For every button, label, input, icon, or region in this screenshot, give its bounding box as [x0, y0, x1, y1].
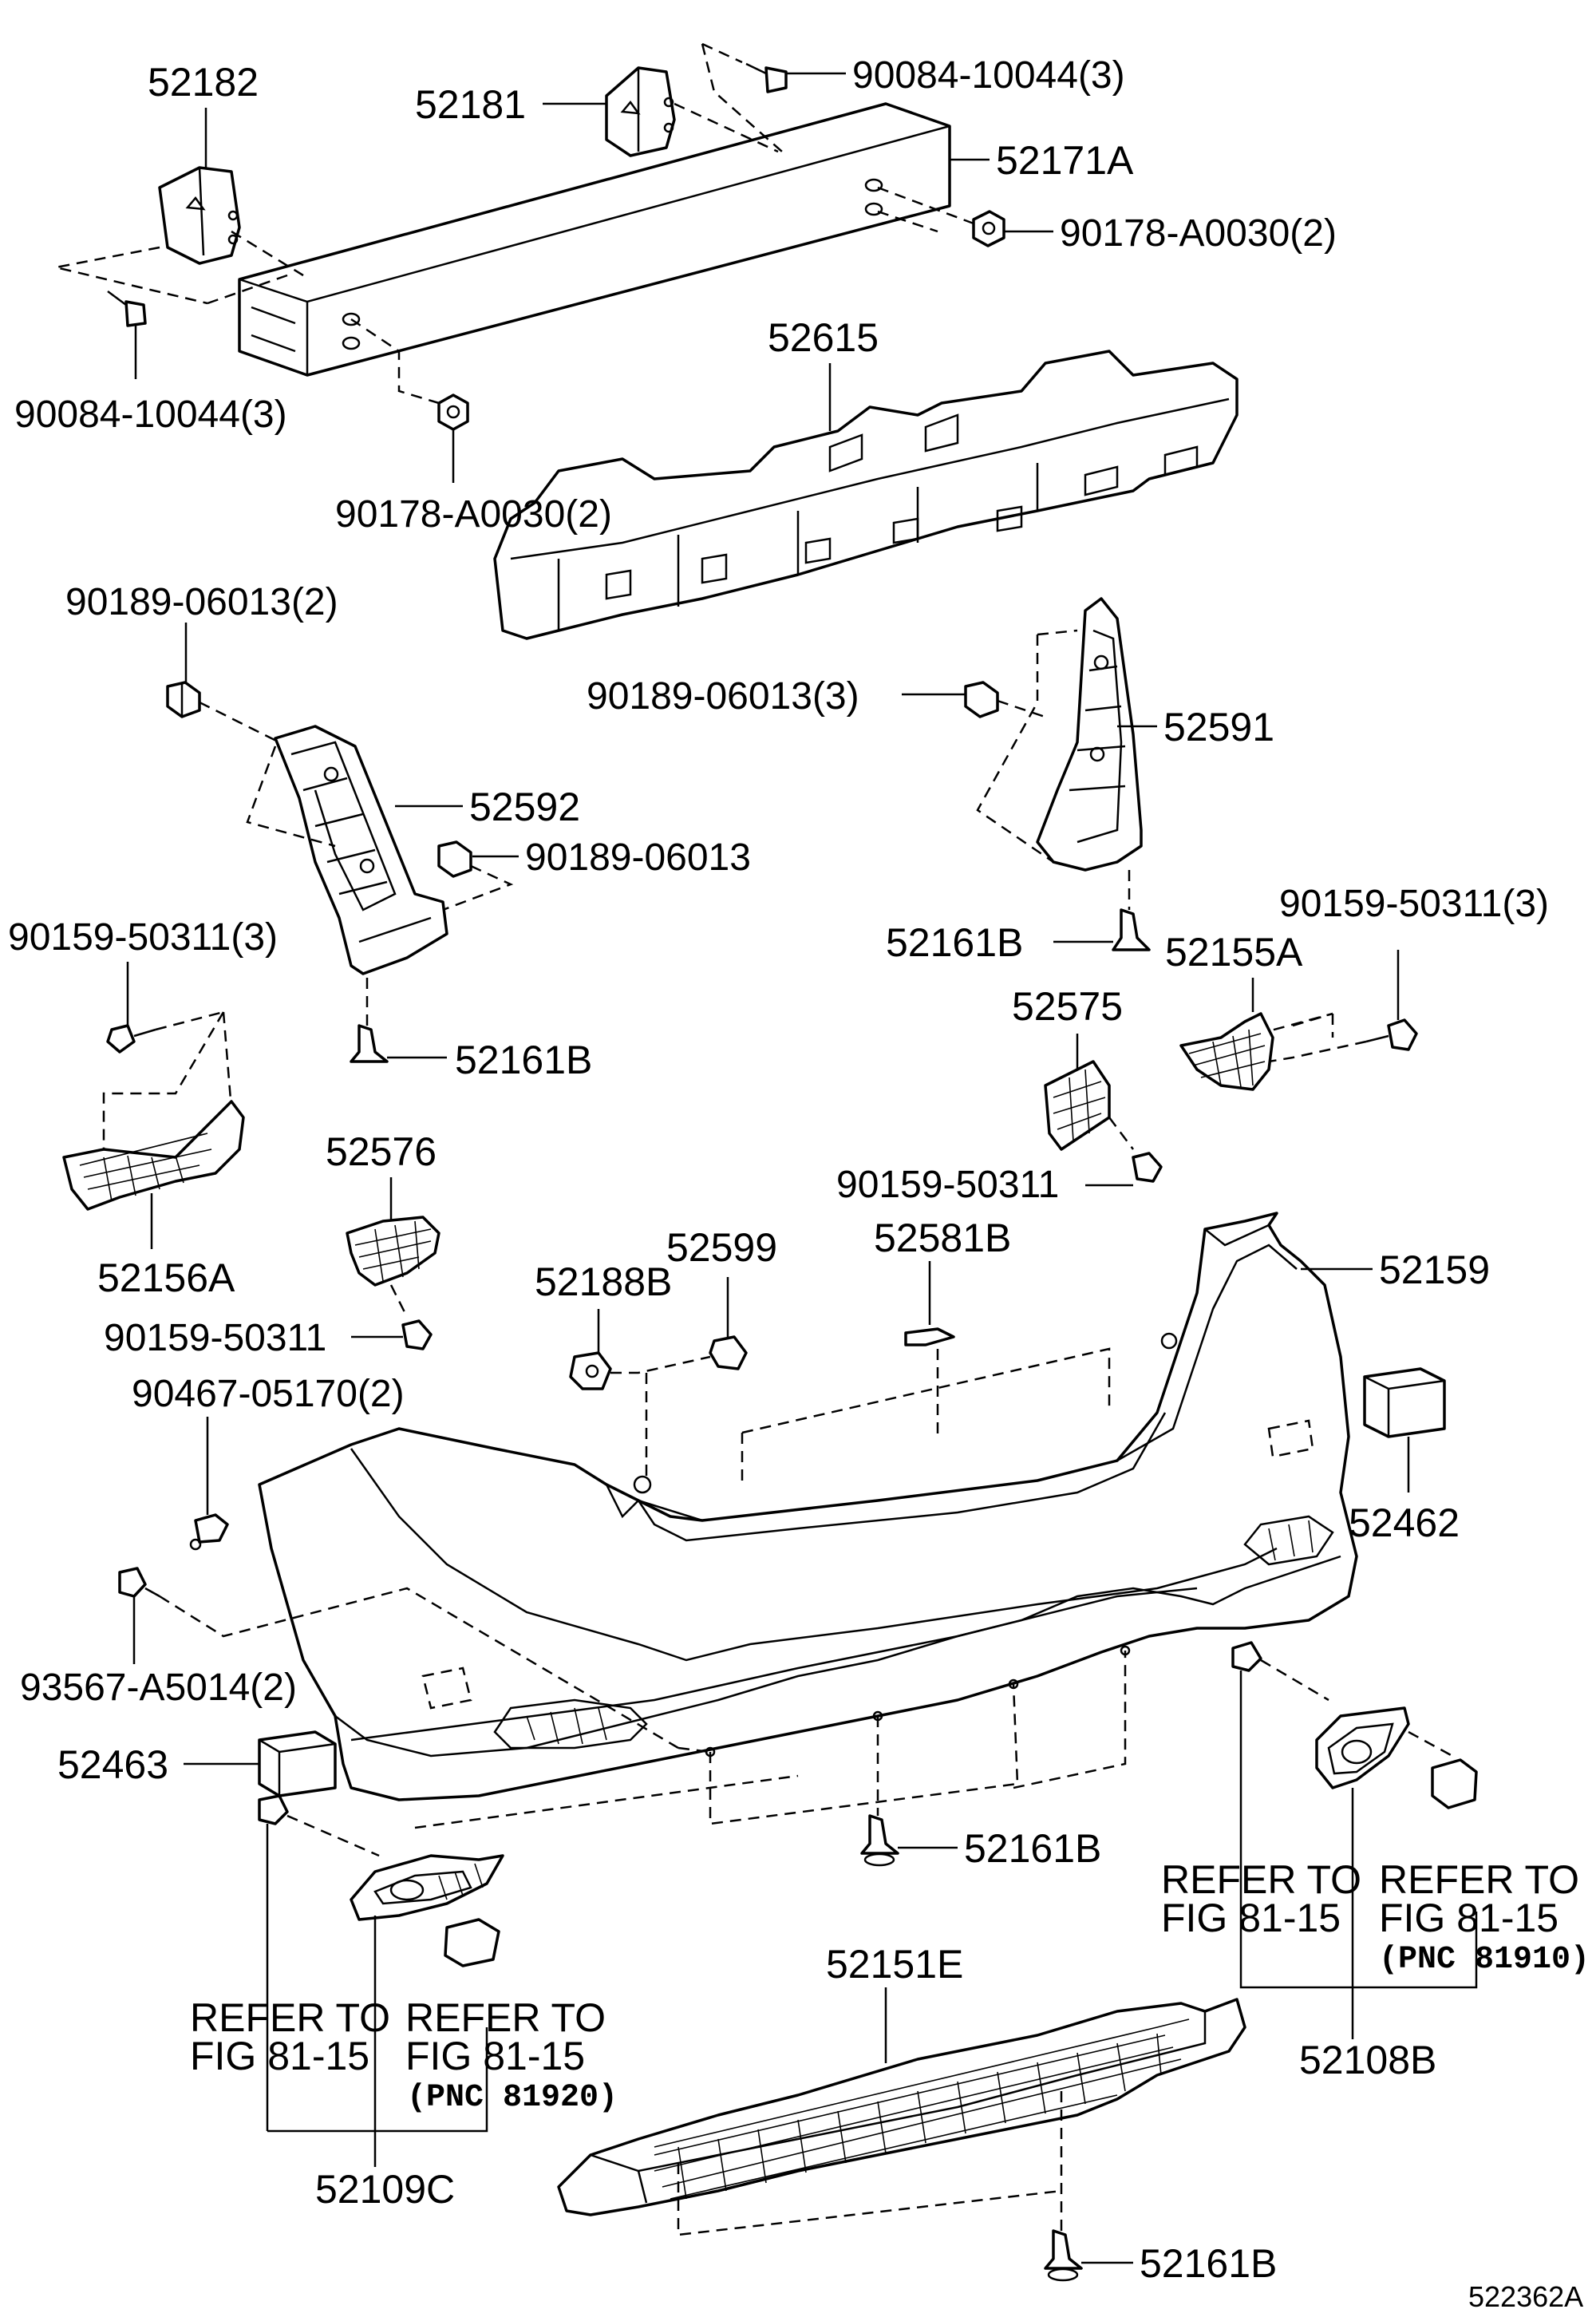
label-52463: 52463 [57, 1742, 168, 1787]
label-52151E: 52151E [826, 1942, 963, 1987]
clip-90189-single[interactable] [437, 840, 472, 878]
refer-left-b-line1: REFER TO [405, 1995, 606, 2040]
refer-right-b-line2: FIG 81-15 [1379, 1896, 1558, 1940]
label-90084-top: 90084-10044(3) [852, 54, 1125, 97]
label-52108B: 52108B [1299, 2038, 1436, 2082]
pnc-left: (PNC 81920) [407, 2080, 618, 2116]
label-52161B-bottom: 52161B [1140, 2241, 1277, 2286]
retainer-52161B-bottom[interactable] [1044, 2229, 1083, 2282]
nut-90178-right[interactable] [972, 210, 1005, 247]
label-52615: 52615 [768, 315, 879, 360]
screw-52599[interactable] [709, 1335, 748, 1370]
retainer-52576[interactable] [346, 1216, 440, 1287]
bumper-cover[interactable] [258, 1212, 1358, 1801]
label-52581B[interactable] [904, 1327, 955, 1346]
label-52109C: 52109C [315, 2167, 455, 2212]
label-52156A: 52156A [97, 1255, 235, 1300]
retainer-52161B-left[interactable] [350, 1024, 389, 1063]
label-52576: 52576 [326, 1129, 437, 1174]
label-93567: 93567-A5014(2) [20, 1667, 297, 1709]
retainer-52155A[interactable] [1179, 1012, 1274, 1091]
retainer-52156A[interactable] [62, 1100, 245, 1211]
retainer-52575[interactable] [1044, 1060, 1111, 1151]
refer-right-b-line1: REFER TO [1379, 1857, 1579, 1902]
refer-right-a-line1: REFER TO [1161, 1857, 1361, 1902]
label-52181: 52181 [415, 82, 526, 127]
label-90084-left: 90084-10044(3) [14, 393, 287, 436]
label-52591: 52591 [1163, 705, 1274, 749]
label-52462: 52462 [1349, 1501, 1460, 1545]
stay-52592[interactable] [274, 725, 448, 975]
label-90189-left: 90189-06013(2) [65, 581, 338, 623]
label-90467: 90467-05170(2) [132, 1373, 405, 1415]
bolt-90084-top[interactable] [745, 62, 788, 93]
screw-90159-left3[interactable] [106, 1024, 156, 1054]
label-52575: 52575 [1012, 984, 1123, 1029]
screw-90159-mid[interactable] [1132, 1152, 1163, 1183]
clip-90467[interactable] [189, 1513, 229, 1551]
label-52155A: 52155A [1165, 930, 1303, 975]
bracket-52182[interactable] [158, 166, 241, 265]
lens-right[interactable] [1431, 1758, 1478, 1809]
label-90189-single: 90189-06013 [525, 836, 751, 879]
cover-52109C[interactable] [350, 1854, 504, 1921]
pnc-right: (PNC 81910) [1379, 1942, 1590, 1978]
screw-90159-left[interactable] [401, 1319, 433, 1350]
label-52188B: 52188B [535, 1259, 672, 1304]
screw-90159-right3[interactable] [1365, 1018, 1418, 1051]
nut-90178-mid[interactable] [437, 393, 469, 431]
label-90189-right3: 90189-06013(3) [587, 675, 859, 718]
label-52159: 52159 [1379, 1247, 1490, 1292]
label-90178-right: 90178-A0030(2) [1060, 212, 1337, 255]
label-90159-right3: 90159-50311(3) [1279, 883, 1549, 925]
refer-left-b-line2: FIG 81-15 [405, 2034, 585, 2078]
stay-52591[interactable] [1036, 597, 1143, 872]
label-90159-mid: 90159-50311 [836, 1164, 1059, 1206]
retainer-52161B-center[interactable] [860, 1814, 899, 1867]
label-52592: 52592 [469, 785, 580, 829]
bolt-90084-left[interactable] [107, 290, 147, 327]
reinforcement-beam[interactable] [238, 102, 951, 377]
bracket-52181[interactable] [605, 66, 676, 157]
nut-52188B[interactable] [569, 1351, 612, 1390]
screw-52109C[interactable] [258, 1794, 289, 1825]
refer-left-a-line2: FIG 81-15 [190, 2034, 369, 2078]
refer-left-a-line1: REFER TO [190, 1995, 390, 2040]
refer-right-a-line2: FIG 81-15 [1161, 1896, 1341, 1940]
diagram-id: 522362A [1468, 2280, 1583, 2313]
energy-absorber[interactable] [493, 350, 1238, 640]
lens-left[interactable] [444, 1918, 500, 1967]
retainer-52161B-right[interactable] [1112, 908, 1151, 951]
label-90178-mid: 90178-A0030(2) [335, 493, 612, 536]
label-90159-left: 90159-50311 [104, 1317, 326, 1359]
label-90159-left3: 90159-50311(3) [8, 916, 278, 959]
clip-90189-left[interactable] [166, 681, 201, 718]
label-52182: 52182 [148, 60, 259, 105]
label-52581B: 52581B [874, 1216, 1011, 1260]
cushion-52462[interactable] [1363, 1367, 1446, 1438]
label-52171A: 52171A [996, 138, 1134, 183]
label-52161B-right: 52161B [886, 920, 1023, 965]
grille-52151E[interactable] [557, 1998, 1246, 2216]
screw-52108B[interactable] [1231, 1641, 1262, 1672]
label-52161B-left: 52161B [455, 1038, 592, 1082]
label-52161B-center: 52161B [964, 1826, 1101, 1871]
clip-90189-right[interactable] [964, 681, 999, 718]
screw-93567[interactable] [118, 1567, 160, 1598]
cover-52108B[interactable] [1315, 1706, 1410, 1789]
leader-refer-right-a [1239, 1671, 1478, 1989]
bracket-line-left [267, 2027, 488, 2133]
cushion-52463[interactable] [258, 1730, 337, 1797]
label-52599: 52599 [666, 1225, 777, 1270]
